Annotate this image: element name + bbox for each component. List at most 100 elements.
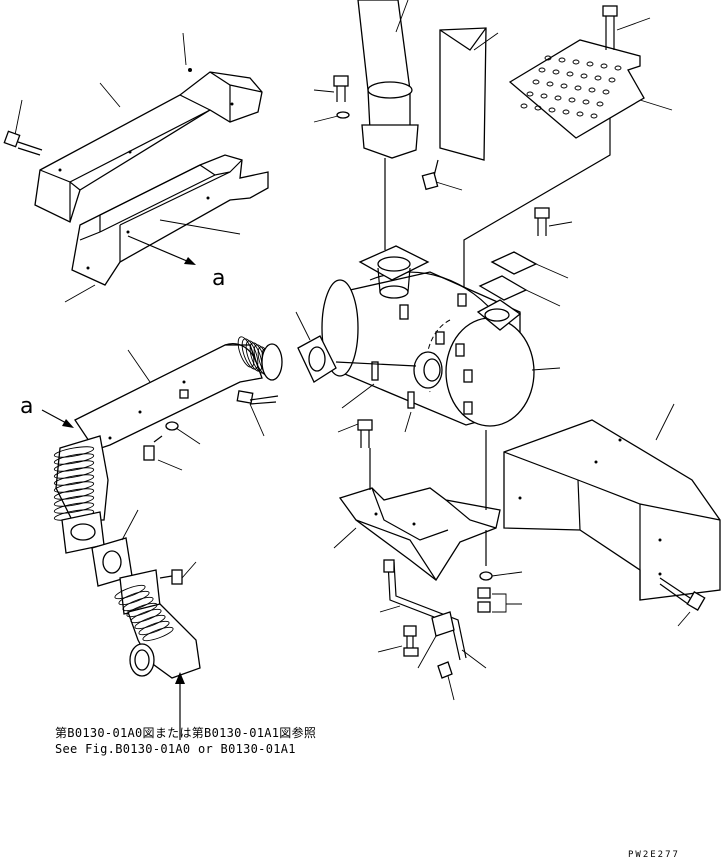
leader-line [14, 99, 23, 136]
inlet-pipe [53, 336, 283, 554]
view-label-a-upper: a [212, 266, 226, 291]
bellows-ring [53, 495, 95, 507]
bellows-ring [53, 488, 95, 500]
leader-line [379, 605, 401, 613]
leader-line [395, 0, 409, 33]
leader-line [127, 349, 151, 383]
perforation-hole [520, 103, 528, 109]
leader-line [64, 284, 96, 303]
leader-line [181, 561, 197, 579]
leader-line [333, 527, 357, 549]
lower-elbow [114, 569, 201, 679]
perforation-hole [540, 93, 548, 99]
leader-line [492, 593, 522, 613]
bellows-ring [53, 446, 95, 458]
bellows-ring [53, 502, 95, 514]
perforation-hole [614, 65, 622, 71]
perforation-hole [582, 99, 590, 105]
bellows-ring [122, 596, 154, 612]
view-label-a-left: a [20, 394, 34, 419]
exhaust-stack [357, 0, 419, 159]
mounting-bracket [338, 487, 501, 581]
bolt-left-upper [3, 130, 43, 156]
perforation-hole [538, 67, 546, 73]
guard-bolt [602, 5, 618, 50]
leader-line [531, 367, 561, 371]
reference-caption-japanese: 第B0130-01A0図または第B0130-01A1図参照 [55, 726, 317, 740]
bellows-ring [241, 338, 259, 370]
leader-line [616, 17, 651, 31]
perforation-hole [548, 107, 556, 113]
perforation-hole [596, 101, 604, 107]
leader-line [313, 89, 335, 93]
leader-line [99, 82, 121, 108]
upper-cover-channel [71, 154, 269, 286]
leader-line [175, 427, 201, 445]
assembly-line [463, 118, 611, 300]
view-arrow-left [41, 409, 69, 425]
leader-line [121, 509, 139, 541]
outlet-gaskets [478, 207, 550, 301]
bellows-ring [134, 614, 166, 630]
perforation-hole [558, 57, 566, 63]
pipe-bolt [236, 390, 279, 405]
bellows-ring [53, 474, 95, 486]
perforation-hole [586, 61, 594, 67]
stack-bolt [333, 75, 350, 119]
leader-line [313, 115, 339, 123]
bellows-ring [118, 590, 150, 606]
perforation-hole [572, 59, 580, 65]
deflector-bolt [421, 159, 439, 191]
bellows-ring [138, 620, 170, 636]
perforation-hole [602, 89, 610, 95]
perforation-hole [526, 91, 534, 97]
perforation-hole [560, 83, 568, 89]
view-arrow-upper [127, 235, 195, 265]
leader-line [377, 645, 403, 653]
muffler [321, 245, 535, 427]
perforation-hole [576, 111, 584, 117]
upper-cover-top [34, 68, 263, 223]
leader-line [491, 571, 523, 577]
bracket-bolt [357, 419, 373, 448]
bellows-ring [114, 584, 146, 600]
bellows-ring [245, 340, 263, 372]
lock-nut [437, 661, 453, 679]
perforation-hole [580, 73, 588, 79]
perforation-hole [588, 87, 596, 93]
perforation-hole [544, 55, 552, 61]
leader-line [417, 635, 437, 669]
assembly-line [335, 361, 417, 367]
leader-line [157, 459, 183, 471]
perforation-hole [608, 77, 616, 83]
perforation-hole [574, 85, 582, 91]
perforation-hole [534, 105, 542, 111]
reference-caption-english: See Fig.B0130-01A0 or B0130-01A1 [55, 742, 296, 756]
side-cover-box [503, 419, 721, 601]
leader-line [249, 403, 265, 437]
leader-line [548, 221, 573, 227]
perforated-guard-plate [508, 39, 645, 139]
bellows-ring [237, 336, 255, 368]
perforation-hole [600, 63, 608, 69]
bellows-ring [142, 626, 174, 642]
cover-bolt [659, 577, 706, 611]
leader-line [159, 219, 241, 235]
leader-line [447, 675, 455, 701]
perforation-hole [532, 79, 540, 85]
bellows-ring [130, 608, 162, 624]
bellows-ring [53, 460, 95, 472]
elbow-bolt [159, 569, 183, 585]
leader-line [404, 411, 412, 433]
leader-line [535, 263, 569, 279]
leader-line [473, 32, 499, 51]
perforation-hole [590, 113, 598, 119]
leader-line [461, 649, 487, 669]
perforation-hole [552, 69, 560, 75]
perforation-hole [566, 71, 574, 77]
bellows-ring [126, 602, 158, 618]
perforation-hole [546, 81, 554, 87]
perforation-hole [562, 109, 570, 115]
bellows-ring [53, 453, 95, 465]
